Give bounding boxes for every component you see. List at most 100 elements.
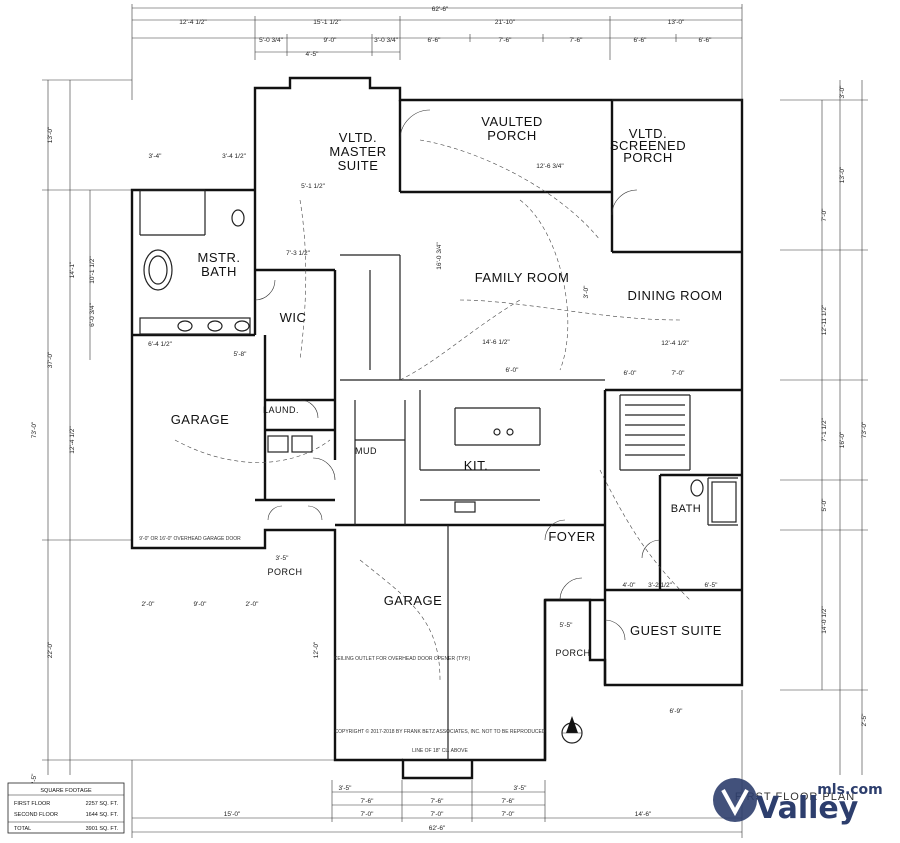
- svg-text:3'-5": 3'-5": [339, 785, 353, 792]
- room-garage-left: GARAGE: [171, 412, 230, 427]
- dim-top: 6'-6": [699, 37, 713, 44]
- svg-text:3'-4 1/2": 3'-4 1/2": [222, 153, 246, 160]
- svg-text:3'-0": 3'-0": [839, 85, 846, 99]
- svg-text:7'-6": 7'-6": [502, 798, 516, 805]
- side-dimension-lines: [42, 79, 868, 775]
- svg-text:12'-4 1/2": 12'-4 1/2": [661, 340, 689, 347]
- room-porch-front: PORCH: [555, 648, 590, 658]
- electrical-wiring: [174, 139, 691, 681]
- fixtures: [139, 209, 737, 523]
- room-screened-porch-line2: SCREENED: [610, 138, 686, 153]
- room-porch-left: PORCH: [267, 567, 302, 577]
- dim-top: 13'-0": [668, 19, 685, 26]
- room-mud: MUD: [355, 446, 377, 456]
- svg-text:7'-3 1/2": 7'-3 1/2": [286, 250, 310, 257]
- room-family-room: FAMILY ROOM: [475, 270, 570, 285]
- sqft-total-value: 3901 SQ. FT.: [86, 826, 119, 832]
- svg-text:12'-4 1/2": 12'-4 1/2": [69, 426, 76, 454]
- svg-text:12'-0": 12'-0": [313, 641, 320, 658]
- svg-text:9'-0": 9'-0": [194, 601, 208, 608]
- room-screened-porch-line3: PORCH: [623, 150, 672, 165]
- svg-text:37'-0": 37'-0": [47, 351, 54, 368]
- svg-text:15'-0": 15'-0": [224, 811, 241, 818]
- dim-top: 15'-1 1/2": [313, 19, 341, 26]
- sqft-second-label: SECOND FLOOR: [14, 812, 58, 818]
- svg-text:14'-0 1/2": 14'-0 1/2": [821, 606, 828, 634]
- svg-text:3'-5": 3'-5": [514, 785, 528, 792]
- svg-text:7'-0": 7'-0": [821, 208, 828, 222]
- svg-text:6'-4 1/2": 6'-4 1/2": [148, 341, 172, 348]
- svg-text:13'-0": 13'-0": [47, 126, 54, 143]
- interior-walls: [132, 99, 742, 760]
- svg-text:14'-6": 14'-6": [635, 811, 652, 818]
- svg-text:2'-5": 2'-5": [861, 713, 868, 727]
- garage-door-note: 9'-0" OR 16'-0" OVERHEAD GARAGE DOOR: [139, 536, 241, 542]
- room-master-suite-line1: VLTD.: [339, 130, 377, 145]
- ceiling-outlet-note: CEILING OUTLET FOR OVERHEAD DOOR OPENER …: [334, 656, 471, 662]
- room-guest-suite: GUEST SUITE: [630, 623, 722, 638]
- svg-text:3'-2 1/2": 3'-2 1/2": [648, 582, 672, 589]
- svg-text:12'-11 1/2": 12'-11 1/2": [821, 304, 828, 335]
- room-screened-porch-line1: VLTD.: [629, 126, 667, 141]
- staircase: [625, 404, 685, 456]
- top-dimension-lines: [131, 4, 743, 100]
- sqft-first-value: 2257 SQ. FT.: [86, 801, 119, 807]
- svg-text:5'-5": 5'-5": [560, 622, 574, 629]
- room-wic: WIC: [280, 310, 307, 325]
- svg-text:7'-0": 7'-0": [431, 811, 445, 818]
- bottom-dimension-labels: 3'-5" 3'-5" 7'-6" 7'-6" 7'-6" 15'-0" 7'-…: [224, 785, 652, 832]
- svg-text:22'-0": 22'-0": [47, 641, 54, 658]
- overall-width-top: 62'-6": [432, 6, 449, 13]
- sqft-title: SQUARE FOOTAGE: [40, 788, 92, 794]
- svg-text:6'-0": 6'-0": [506, 367, 520, 374]
- sqft-first-label: FIRST FLOOR: [14, 801, 50, 807]
- sheet-title: FIRST FLOOR PLAN: [735, 791, 855, 803]
- svg-text:5'-1 1/2": 5'-1 1/2": [301, 183, 325, 190]
- svg-text:6'-0": 6'-0": [624, 370, 638, 377]
- svg-text:7'-0": 7'-0": [672, 370, 686, 377]
- svg-text:6'-9": 6'-9": [670, 708, 684, 715]
- watermark-logo-icon: [713, 778, 757, 822]
- room-kitchen: KIT.: [464, 458, 488, 473]
- exterior-walls: [130, 76, 744, 780]
- svg-text:10'-1 1/2": 10'-1 1/2": [89, 256, 96, 284]
- svg-text:2'-0": 2'-0": [142, 601, 156, 608]
- dim-top: 5'-0 3/4": [259, 37, 283, 44]
- svg-text:7'-6": 7'-6": [431, 798, 445, 805]
- svg-text:6'-5": 6'-5": [705, 582, 719, 589]
- svg-text:7'-0": 7'-0": [502, 811, 516, 818]
- room-vaulted-porch-line2: PORCH: [487, 128, 536, 143]
- watermark-sub: mls.com: [817, 782, 883, 798]
- watermark-brand: Valley: [756, 791, 859, 826]
- room-labels: VLTD. MASTER SUITE VAULTED PORCH VLTD. S…: [171, 114, 722, 658]
- svg-text:3'-0": 3'-0": [583, 285, 590, 299]
- svg-text:12'-6 3/4": 12'-6 3/4": [536, 163, 564, 170]
- svg-text:14'-1": 14'-1": [69, 261, 76, 278]
- svg-text:2'-0": 2'-0": [246, 601, 260, 608]
- room-foyer: FOYER: [548, 529, 595, 544]
- room-garage-main: GARAGE: [384, 593, 443, 608]
- top-dimension-labels: 62'-6" 12'-4 1/2" 15'-1 1/2" 21'-10" 13'…: [179, 6, 712, 58]
- svg-text:62'-6": 62'-6": [429, 825, 446, 832]
- dim-top: 4'-5": [306, 51, 320, 58]
- svg-text:4'-0": 4'-0": [623, 582, 637, 589]
- svg-text:14'-6 1/2": 14'-6 1/2": [482, 339, 510, 346]
- left-dimension-labels: 13'-0" 14'-1" 37'-0" 22'-0" 73'-0" 12'-4…: [31, 126, 96, 786]
- svg-text:16'-0": 16'-0": [839, 431, 846, 448]
- svg-text:7'-0": 7'-0": [361, 811, 375, 818]
- dim-top: 21'-10": [495, 19, 516, 26]
- svg-text:7'-6": 7'-6": [361, 798, 375, 805]
- dim-top: 7'-6": [499, 37, 513, 44]
- svg-text:13'-0": 13'-0": [839, 166, 846, 183]
- room-laundry: LAUND.: [263, 405, 299, 415]
- svg-text:3'-4": 3'-4": [149, 153, 163, 160]
- dim-top: 3'-0 3/4": [374, 37, 398, 44]
- valley-mls-watermark: Valley mls.com: [713, 778, 883, 826]
- room-master-bath-line1: MSTR.: [198, 250, 241, 265]
- room-master-bath-line2: BATH: [201, 264, 237, 279]
- room-dining-room: DINING ROOM: [627, 288, 722, 303]
- doors: [254, 109, 661, 641]
- bottom-dimension-lines: [131, 690, 743, 838]
- room-master-suite-line2: MASTER: [329, 144, 386, 159]
